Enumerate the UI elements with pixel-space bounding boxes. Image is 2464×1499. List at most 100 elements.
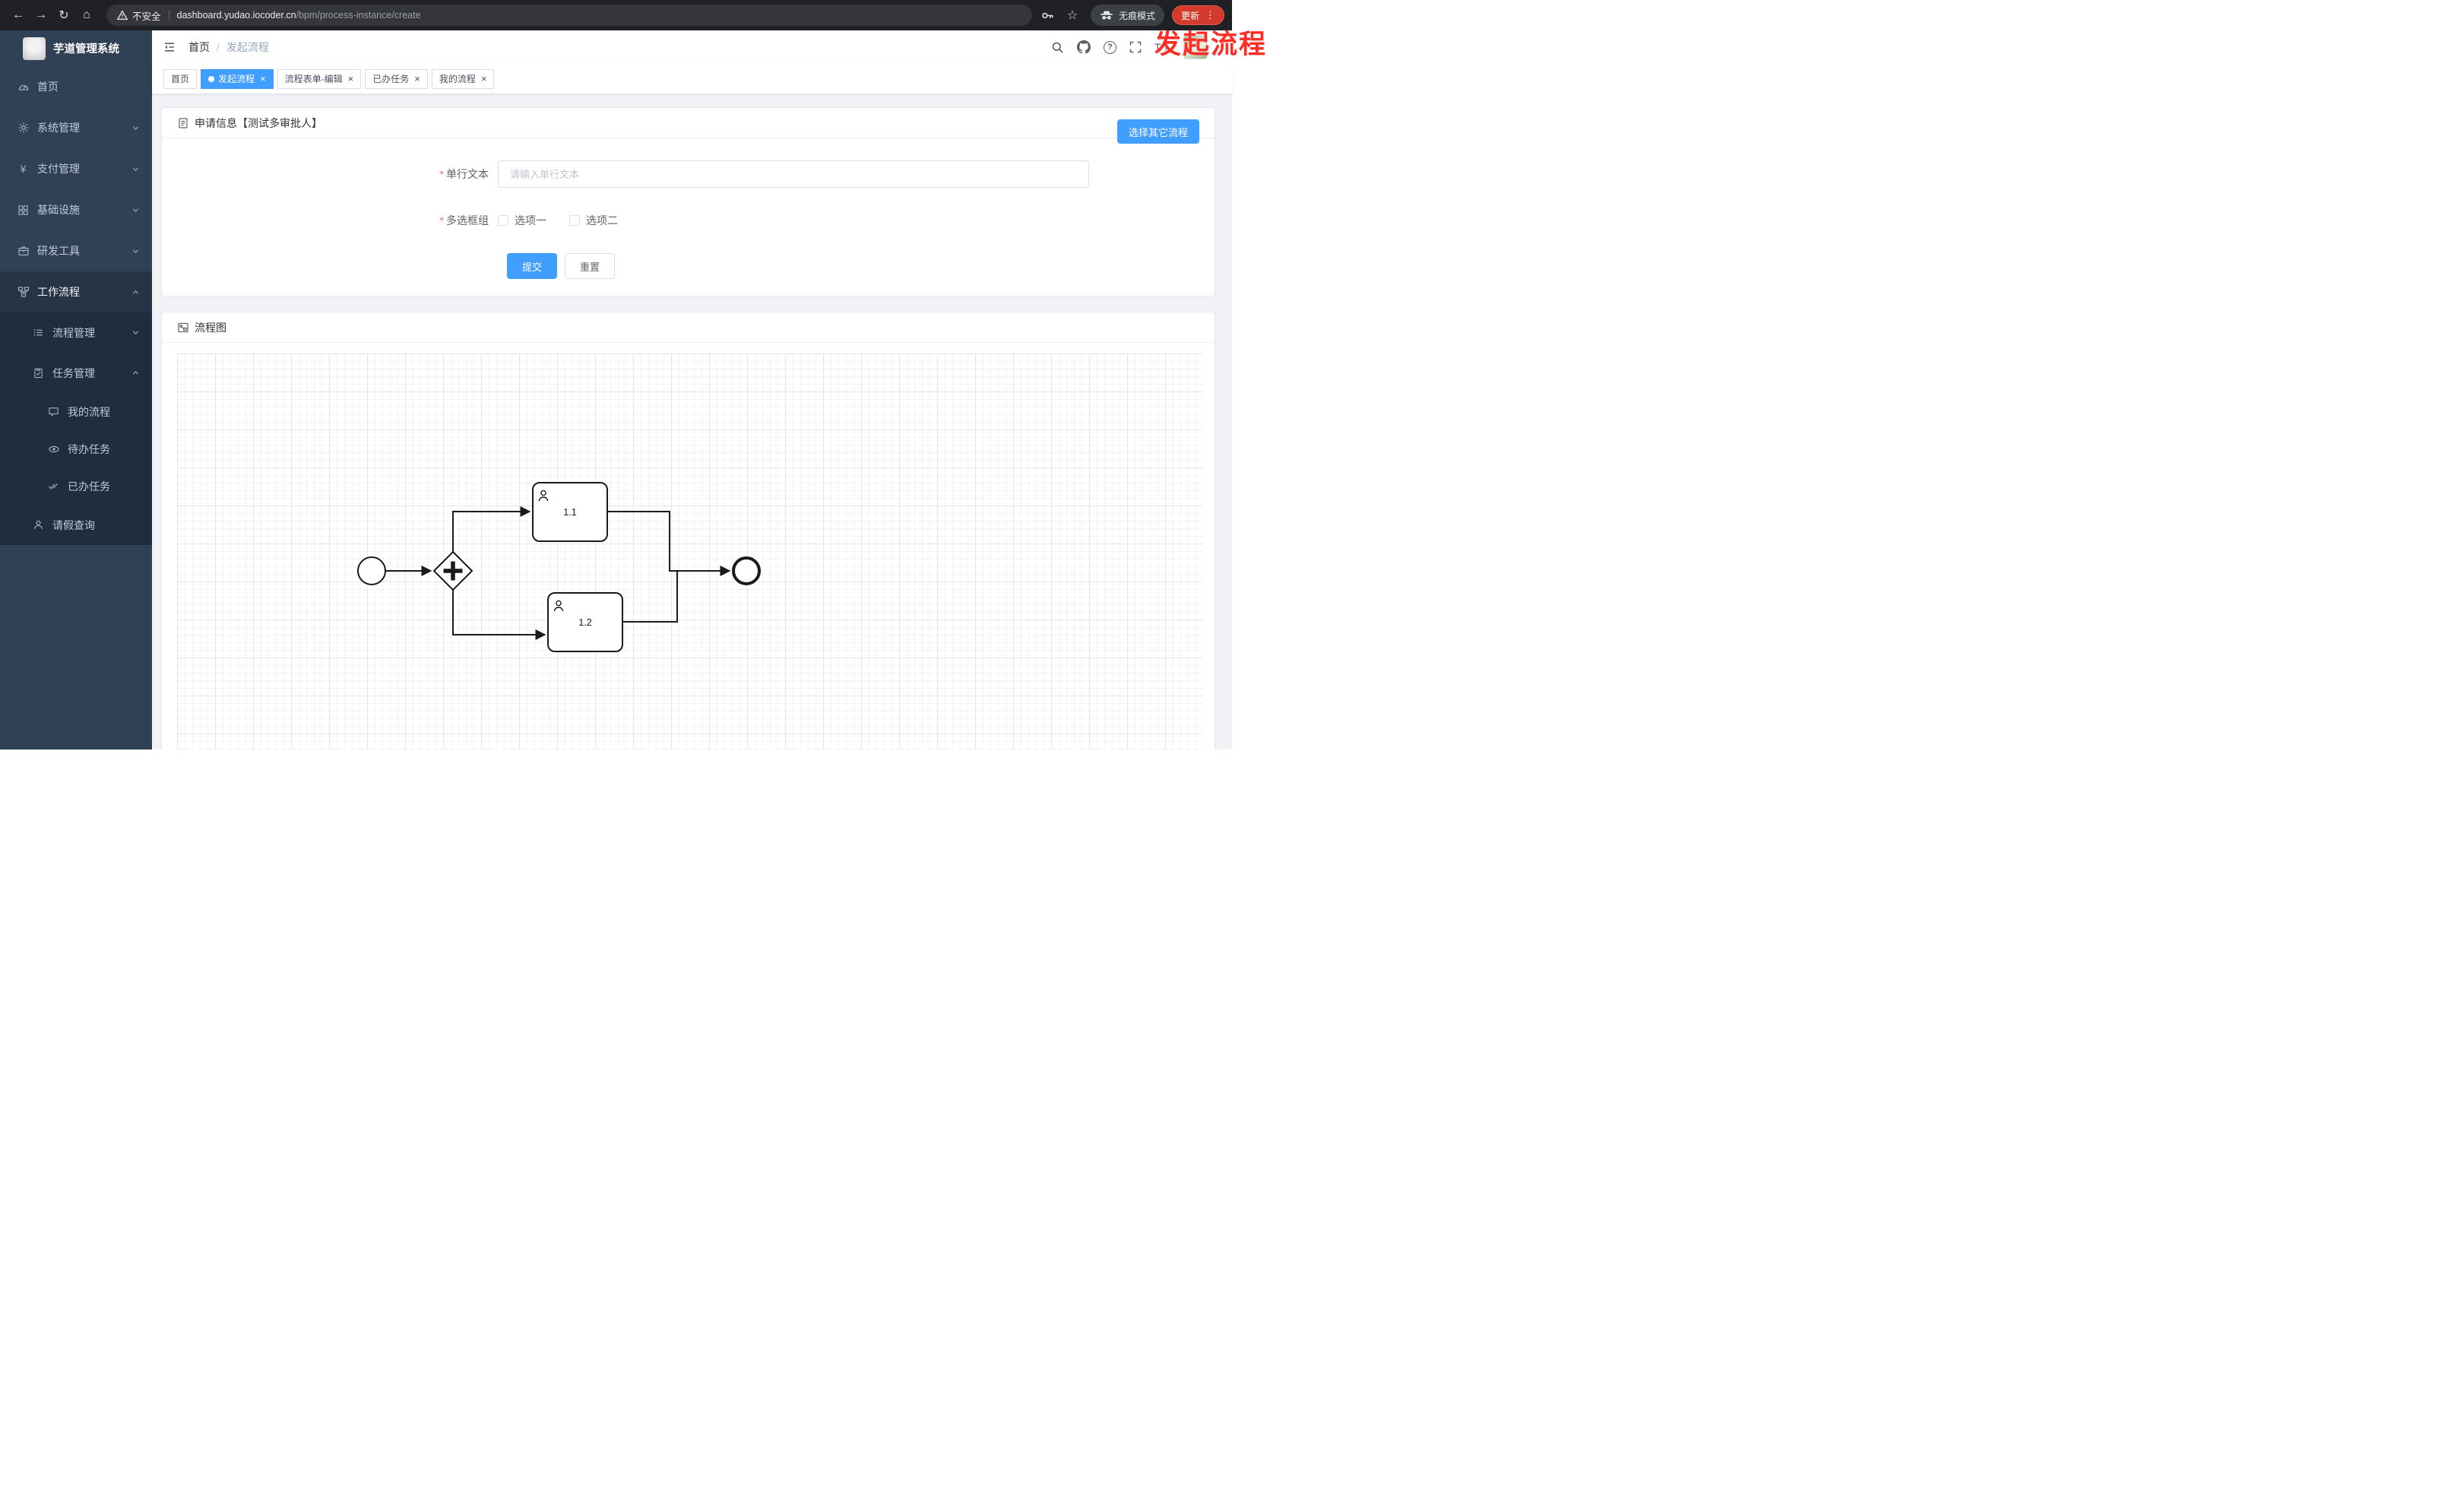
clipboard-icon: [32, 367, 45, 379]
sidebar-item-devtools[interactable]: 研发工具: [0, 230, 152, 271]
sidebar-item-todo-tasks[interactable]: 待办任务: [0, 430, 152, 467]
checkbox-box[interactable]: [569, 215, 580, 226]
user-avatar[interactable]: [1183, 35, 1208, 59]
logo-avatar: [23, 36, 46, 60]
browser-menu-icon[interactable]: ⋮: [1205, 9, 1215, 21]
sidebar-item-label: 支付管理: [37, 163, 80, 175]
tab-close-icon[interactable]: ×: [260, 73, 266, 84]
apply-card-title: 申请信息【测试多审批人】: [195, 116, 322, 129]
bpmn-end-event: [732, 556, 761, 585]
sidebar-item-leave-query[interactable]: 请假查询: [0, 505, 152, 545]
sidebar-item-task-mgmt[interactable]: 任务管理: [0, 353, 152, 393]
address-bar[interactable]: 不安全 dashboard.yudao.iocoder.cn /bpm/proc…: [106, 5, 1032, 26]
apply-form: *单行文本 *多选框组: [162, 138, 1215, 296]
bpmn-canvas[interactable]: 1.1 1.2: [177, 353, 1202, 750]
document-icon: [177, 117, 189, 129]
url-host: dashboard.yudao.iocoder.cn: [176, 10, 296, 21]
checkbox-group-label: *多选框组: [439, 214, 489, 227]
tab-my-process[interactable]: 我的流程 ×: [431, 68, 495, 89]
sidebar-item-label: 首页: [37, 81, 59, 93]
user-menu[interactable]: ▾: [1183, 35, 1217, 59]
sidebar-item-workflow[interactable]: 工作流程: [0, 271, 152, 312]
plus-icon: [443, 561, 463, 581]
tab-close-icon[interactable]: ×: [480, 73, 487, 84]
apply-card-header: 申请信息【测试多审批人】: [162, 108, 1215, 138]
fullscreen-icon[interactable]: [1129, 41, 1142, 53]
single-line-text-input[interactable]: [498, 160, 1089, 188]
yen-icon: ¥: [20, 163, 27, 175]
submit-button[interactable]: 提交: [507, 253, 558, 279]
checkbox-option-2[interactable]: 选项二: [569, 213, 618, 228]
task-label: 1.1: [563, 507, 576, 518]
checkbox-box[interactable]: [498, 215, 508, 226]
caret-down-icon: ▾: [1211, 48, 1217, 59]
sidebar-item-my-process[interactable]: 我的流程: [0, 393, 152, 430]
browser-reload-icon[interactable]: ↻: [59, 9, 69, 22]
process-diagram-card: 流程图: [161, 312, 1215, 750]
password-key-icon[interactable]: [1041, 9, 1054, 22]
browser-home-icon[interactable]: ⌂: [83, 8, 90, 21]
chevron-down-icon: [131, 206, 140, 214]
app-logo[interactable]: 芋道管理系统: [0, 30, 152, 66]
chat-bubble-icon: [47, 406, 60, 417]
chevron-up-icon: [131, 288, 140, 296]
breadcrumb-separator: /: [217, 41, 220, 53]
search-icon[interactable]: [1051, 41, 1064, 54]
tab-label: 我的流程: [439, 74, 476, 84]
sidebar-item-done-tasks[interactable]: 已办任务: [0, 467, 152, 505]
sidebar-item-system[interactable]: 系统管理: [0, 107, 152, 148]
tab-label: 发起流程: [218, 74, 255, 84]
site-security-chip[interactable]: 不安全: [117, 8, 161, 23]
bpmn-diagram: 1.1 1.2: [357, 482, 761, 652]
bpmn-flow: [622, 572, 678, 623]
chevron-up-icon: [131, 369, 140, 377]
sidebar-item-label: 任务管理: [52, 366, 95, 379]
bookmark-star-icon[interactable]: ☆: [1066, 9, 1078, 22]
checkbox-option-1[interactable]: 选项一: [498, 213, 546, 228]
sidebar-item-label: 流程管理: [52, 326, 95, 339]
url-path: /bpm/process-instance/create: [296, 10, 421, 21]
browser-back-icon[interactable]: ←: [12, 8, 24, 21]
tab-close-icon[interactable]: ×: [414, 73, 420, 84]
bpmn-flow: [452, 590, 546, 640]
security-label: 不安全: [132, 11, 161, 22]
sidebar-item-label: 基础设施: [37, 204, 80, 216]
user-task-icon: [553, 600, 564, 612]
sidebar-item-payment[interactable]: ¥ 支付管理: [0, 148, 152, 189]
double-check-icon: [47, 480, 60, 492]
help-icon[interactable]: ?: [1103, 40, 1116, 54]
tab-close-icon[interactable]: ×: [347, 73, 354, 84]
active-dot: [208, 75, 215, 82]
sidebar-item-label: 我的流程: [68, 405, 110, 418]
workflow-icon: [17, 286, 30, 298]
reset-button[interactable]: 重置: [565, 253, 616, 279]
breadcrumb: 首页 / 发起流程: [188, 40, 269, 55]
sidebar-item-label: 请假查询: [52, 518, 95, 531]
checkbox-group: 选项一 选项二: [498, 207, 1089, 234]
tab-start-process[interactable]: 发起流程 ×: [201, 68, 274, 89]
sidebar: 芋道管理系统 首页 系统管理 ¥ 支付管理: [0, 30, 152, 750]
tags-view: 首页 发起流程 × 流程表单-编辑 × 已办任务 × 我的流程 ×: [152, 64, 1232, 94]
update-label: 更新: [1180, 10, 1199, 21]
tab-done-tasks[interactable]: 已办任务 ×: [365, 68, 428, 89]
svg-text:T: T: [1154, 41, 1161, 53]
sidebar-item-home[interactable]: 首页: [0, 66, 152, 107]
breadcrumb-home[interactable]: 首页: [188, 41, 210, 53]
sidebar-item-process-mgmt[interactable]: 流程管理: [0, 312, 152, 353]
tab-form-edit[interactable]: 流程表单-编辑 ×: [277, 68, 362, 89]
diagram-icon: [177, 322, 189, 334]
browser-toolbar: ← → ↻ ⌂ 不安全 dashboard.yudao.iocoder.cn /…: [0, 0, 1232, 30]
sidebar-item-infra[interactable]: 基础设施: [0, 189, 152, 230]
choose-other-process-button[interactable]: 选择其它流程: [1116, 119, 1199, 144]
sidebar-fold-icon[interactable]: [163, 40, 176, 54]
update-button[interactable]: 更新 ⋮: [1171, 5, 1224, 25]
tab-home[interactable]: 首页: [163, 68, 198, 89]
github-icon[interactable]: [1076, 40, 1091, 54]
browser-actions: ☆ 无痕模式 更新 ⋮: [1041, 5, 1224, 26]
task-submenu: 我的流程 待办任务 已办任务: [0, 393, 152, 505]
grid-icon: [17, 204, 30, 216]
required-asterisk: *: [439, 214, 444, 227]
browser-forward-icon[interactable]: →: [35, 8, 47, 21]
